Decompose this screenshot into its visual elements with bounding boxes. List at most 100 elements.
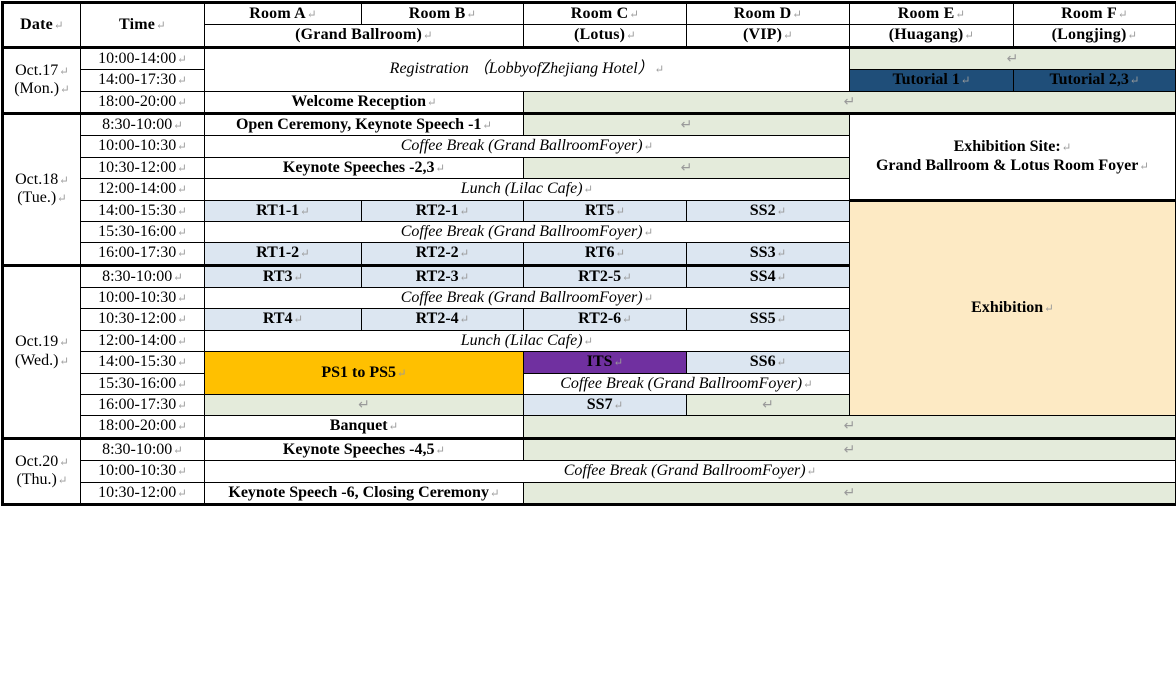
header-room-e: Room E	[850, 3, 1014, 25]
session-ss6: SS6	[687, 352, 850, 373]
exhibition-site-line2: Grand Ballroom & Lotus Room Foyer	[852, 157, 1173, 175]
session-tutorial-1: Tutorial 1	[850, 70, 1014, 91]
date-line2: (Thu.)	[6, 471, 78, 489]
time-cell: 10:30-12:00	[81, 157, 205, 178]
date-cell-oct18: Oct.18 (Tue.)	[3, 113, 81, 265]
time-cell: 10:00-14:00	[81, 47, 205, 69]
session-ps1-to-ps5: PS1 to PS5	[205, 352, 524, 395]
row-oct17-1000: Oct.17 (Mon.) 10:00-14:00 Registration （…	[3, 47, 1176, 69]
session-ss5: SS5	[687, 309, 850, 330]
header-rooms-ab-sub: (Grand Ballroom)	[205, 25, 524, 47]
header-room-f-sub: (Longjing)	[1014, 25, 1176, 47]
exhibition-site-note: Exhibition Site: Grand Ballroom & Lotus …	[850, 113, 1176, 200]
session-keynote-6-closing: Keynote Speech -6, Closing Ceremony	[205, 482, 524, 504]
session-welcome-reception: Welcome Reception	[205, 91, 524, 113]
session-registration: Registration （LobbyofZhejiang Hotel）	[205, 47, 850, 91]
time-cell: 10:00-10:30	[81, 461, 205, 482]
session-coffee-break: Coffee Break (Grand BallroomFoyer)	[205, 136, 850, 157]
date-line1: Oct.20	[6, 453, 78, 471]
time-cell: 15:30-16:00	[81, 221, 205, 242]
row-oct20-1000: 10:00-10:30 Coffee Break (Grand Ballroom…	[3, 461, 1176, 482]
row-oct19-1800: 18:00-20:00 Banquet ↵	[3, 416, 1176, 438]
cell-empty: ↵	[850, 47, 1176, 69]
date-line1: Oct.18	[6, 171, 78, 189]
time-cell: 14:00-15:30	[81, 352, 205, 373]
time-cell: 8:30-10:00	[81, 438, 205, 460]
time-cell: 10:30-12:00	[81, 482, 205, 504]
header-time: Time	[81, 3, 205, 48]
session-coffee-break: Coffee Break (Grand BallroomFoyer)	[524, 373, 850, 394]
session-rt2-2: RT2-2	[362, 243, 524, 265]
time-cell: 8:30-10:00	[81, 113, 205, 135]
header-room-c: Room C	[524, 3, 687, 25]
header-date: Date	[3, 3, 81, 48]
cell-empty: ↵	[687, 395, 850, 416]
time-cell: 18:00-20:00	[81, 416, 205, 438]
cell-empty: ↵	[524, 482, 1176, 504]
session-rt5: RT5	[524, 200, 687, 221]
header-room-f: Room F	[1014, 3, 1176, 25]
exhibition-site-line1: Exhibition Site:	[852, 138, 1173, 156]
time-cell: 14:00-17:30	[81, 70, 205, 91]
cell-empty: ↵	[524, 91, 1176, 113]
exhibition-block: Exhibition	[850, 200, 1176, 416]
date-cell-oct20: Oct.20 (Thu.)	[3, 438, 81, 504]
date-line2: (Wed.)	[6, 352, 78, 370]
session-lunch: Lunch (Lilac Cafe)	[205, 179, 850, 200]
session-rt2-5: RT2-5	[524, 265, 687, 287]
session-coffee-break: Coffee Break (Grand BallroomFoyer)	[205, 461, 1176, 482]
row-oct17-1800: 18:00-20:00 Welcome Reception ↵	[3, 91, 1176, 113]
session-keynote-45: Keynote Speeches -4,5	[205, 438, 524, 460]
date-line2: (Mon.)	[6, 80, 78, 98]
date-line1: Oct.19	[6, 333, 78, 351]
session-rt6: RT6	[524, 243, 687, 265]
cell-empty: ↵	[524, 157, 850, 178]
session-rt2-1: RT2-1	[362, 200, 524, 221]
session-tutorial-23: Tutorial 2,3	[1014, 70, 1176, 91]
session-ss2: SS2	[687, 200, 850, 221]
cell-empty: ↵	[205, 395, 524, 416]
time-cell: 14:00-15:30	[81, 200, 205, 221]
session-coffee-break: Coffee Break (Grand BallroomFoyer)	[205, 288, 850, 309]
date-line1: Oct.17	[6, 62, 78, 80]
date-line2: (Tue.)	[6, 189, 78, 207]
session-rt3: RT3	[205, 265, 362, 287]
row-oct20-1030: 10:30-12:00 Keynote Speech -6, Closing C…	[3, 482, 1176, 504]
session-open-ceremony: Open Ceremony, Keynote Speech -1	[205, 113, 524, 135]
row-oct20-0830: Oct.20 (Thu.) 8:30-10:00 Keynote Speeche…	[3, 438, 1176, 460]
time-cell: 16:00-17:30	[81, 395, 205, 416]
session-its: ITS	[524, 352, 687, 373]
header-row-1: Date Time Room A Room B Room C Room D Ro…	[3, 3, 1176, 25]
session-banquet: Banquet	[205, 416, 524, 438]
header-room-e-sub: (Huagang)	[850, 25, 1014, 47]
session-keynote-23: Keynote Speeches -2,3	[205, 157, 524, 178]
session-rt2-4: RT2-4	[362, 309, 524, 330]
time-cell: 15:30-16:00	[81, 373, 205, 394]
date-cell-oct17: Oct.17 (Mon.)	[3, 47, 81, 113]
session-rt1-1: RT1-1	[205, 200, 362, 221]
header-room-d: Room D	[687, 3, 850, 25]
header-room-c-sub: (Lotus)	[524, 25, 687, 47]
session-rt4: RT4	[205, 309, 362, 330]
session-ss3: SS3	[687, 243, 850, 265]
session-coffee-break: Coffee Break (Grand BallroomFoyer)	[205, 221, 850, 242]
schedule-table: Date Time Room A Room B Room C Room D Ro…	[1, 1, 1176, 506]
time-cell: 18:00-20:00	[81, 91, 205, 113]
time-cell: 12:00-14:00	[81, 179, 205, 200]
row-oct18-1400: 14:00-15:30 RT1-1 RT2-1 RT5 SS2 Exhibiti…	[3, 200, 1176, 221]
time-cell: 12:00-14:00	[81, 330, 205, 351]
session-ss7: SS7	[524, 395, 687, 416]
session-rt2-3: RT2-3	[362, 265, 524, 287]
header-room-a: Room A	[205, 3, 362, 25]
date-cell-oct19: Oct.19 (Wed.)	[3, 265, 81, 438]
time-cell: 10:30-12:00	[81, 309, 205, 330]
session-ss4: SS4	[687, 265, 850, 287]
time-cell: 8:30-10:00	[81, 265, 205, 287]
time-cell: 10:00-10:30	[81, 136, 205, 157]
session-lunch: Lunch (Lilac Cafe)	[205, 330, 850, 351]
session-rt1-2: RT1-2	[205, 243, 362, 265]
time-cell: 16:00-17:30	[81, 243, 205, 265]
header-room-b: Room B	[362, 3, 524, 25]
cell-empty: ↵	[524, 113, 850, 135]
